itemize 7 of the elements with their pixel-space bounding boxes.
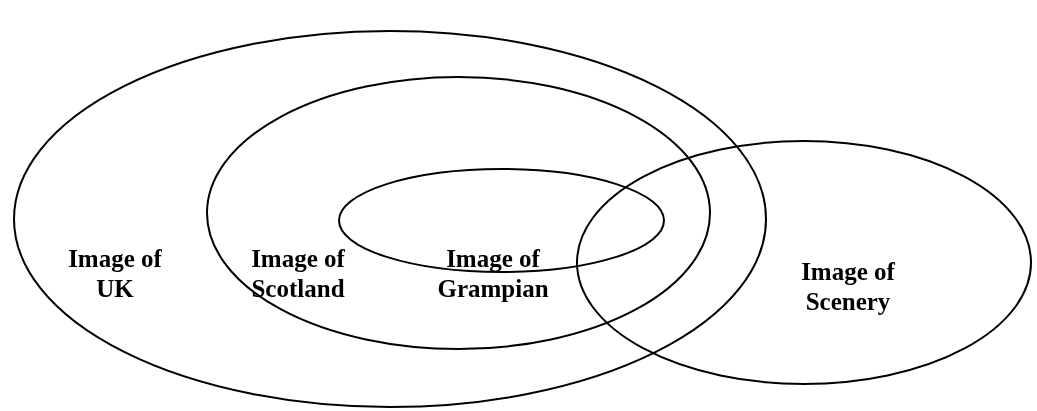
set-ellipse — [206, 76, 711, 350]
set-ellipse — [13, 30, 767, 408]
set-label: Image of Scenery — [800, 257, 896, 317]
set-label: Image of Grampian — [436, 244, 550, 304]
set-ellipse — [576, 140, 1032, 385]
set-label: Image of UK — [67, 244, 163, 304]
set-label: Image of Scotland — [250, 244, 346, 304]
